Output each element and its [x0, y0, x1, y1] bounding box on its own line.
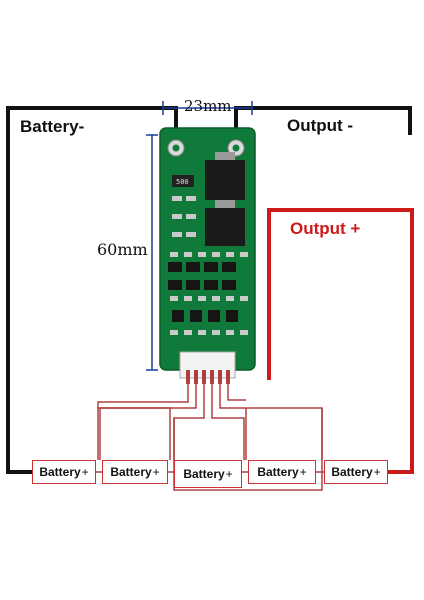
width-dimension [162, 101, 253, 115]
battery-negative-label: Battery- [20, 117, 85, 136]
battery-negative-wire [6, 106, 178, 474]
balance-connector [179, 351, 236, 379]
battery-cell-4: Battery+ [248, 460, 316, 484]
battery-cell-label: Battery [331, 465, 373, 479]
battery-cell-label: Battery [39, 465, 81, 479]
board-height-label: 60mm [97, 240, 148, 259]
battery-terminal-label: + [152, 465, 160, 479]
balance-wires [97, 384, 323, 491]
battery-cell-label: Battery [257, 465, 299, 479]
battery-terminal-label: + [299, 465, 307, 479]
battery-terminal-label: + [225, 467, 233, 481]
battery-terminal-label: + [373, 465, 381, 479]
battery-cell-5: Battery+ [324, 460, 388, 484]
height-dimension [146, 134, 158, 371]
battery-cell-2: Battery+ [102, 460, 168, 484]
battery-cell-1: Battery+ [32, 460, 96, 484]
output-positive-label: Output + [290, 219, 361, 238]
mosfet-bottom [205, 208, 245, 246]
bms-board: 500 [159, 127, 256, 384]
output-positive-wire [267, 208, 414, 474]
battery-cell-3: Battery+ [174, 460, 242, 488]
svg-text:500: 500 [176, 178, 189, 186]
battery-cell-label: Battery [183, 467, 225, 481]
battery-terminal-label: + [81, 465, 89, 479]
battery-cell-label: Battery [110, 465, 152, 479]
mosfet-top [205, 160, 245, 200]
output-negative-label: Output - [287, 116, 354, 135]
board-width-label: 23mm [184, 97, 232, 115]
